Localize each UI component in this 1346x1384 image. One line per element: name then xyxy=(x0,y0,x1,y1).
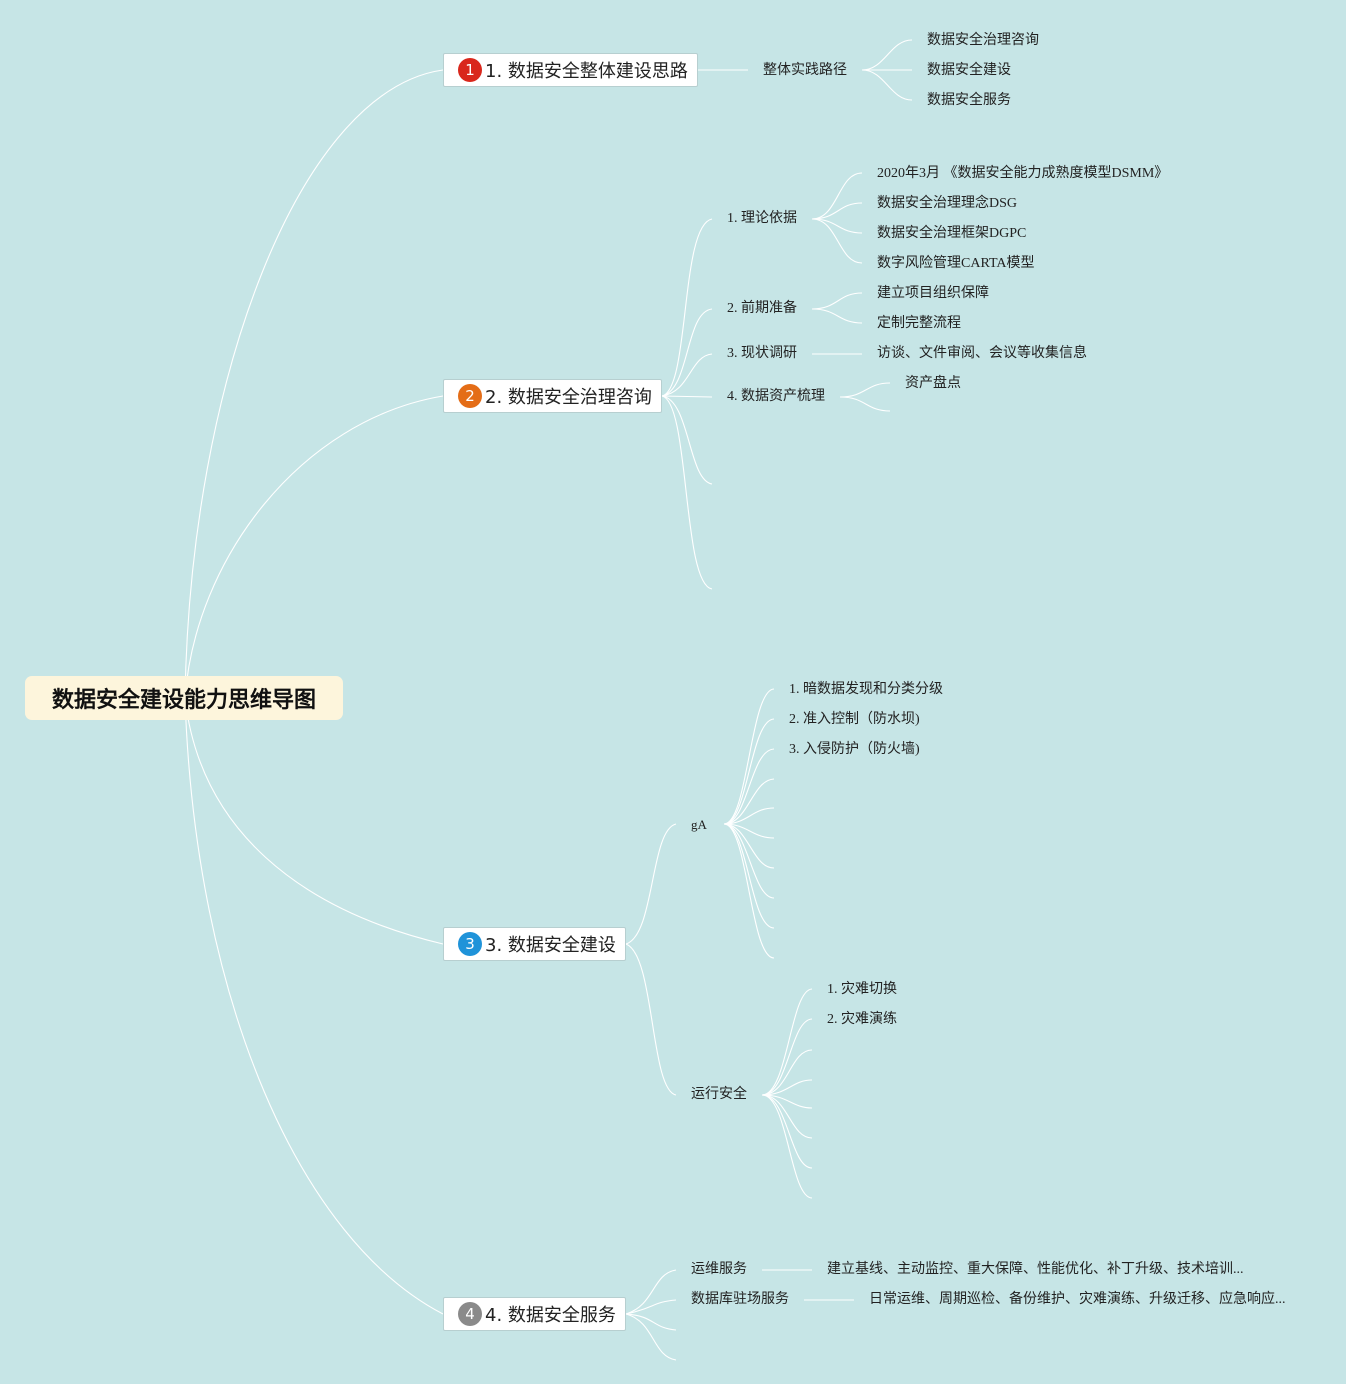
connector xyxy=(661,395,713,485)
number-badge-icon: 1 xyxy=(458,58,482,82)
connector xyxy=(861,69,913,101)
leaf-topic[interactable]: 数据安全治理框架DGPC xyxy=(877,226,1027,241)
subtopic[interactable]: 运维服务 xyxy=(691,1262,747,1277)
leaf-topic[interactable]: 数据安全建设 xyxy=(927,63,1011,78)
connector xyxy=(184,69,444,699)
connector xyxy=(761,1049,813,1096)
connector xyxy=(839,396,891,412)
connector xyxy=(723,778,775,825)
connector xyxy=(625,1313,677,1361)
connector xyxy=(625,1313,677,1331)
subtopic[interactable]: 1. 理论依据 xyxy=(727,211,797,226)
connector xyxy=(723,823,775,929)
subtopic[interactable]: 3. 现状调研 xyxy=(727,346,797,361)
connector xyxy=(723,823,775,899)
connector xyxy=(723,688,775,825)
connector xyxy=(661,218,713,397)
number-badge-icon: 2 xyxy=(458,384,482,408)
connector xyxy=(723,807,775,825)
subtopic[interactable]: 整体实践路径 xyxy=(763,63,847,78)
connector xyxy=(723,823,775,959)
connector xyxy=(811,218,863,234)
connector xyxy=(723,718,775,825)
leaf-topic[interactable]: 2. 准入控制（防水坝) xyxy=(789,712,920,727)
number-badge-icon: 3 xyxy=(458,932,482,956)
branch-topic-label: 4. 数据安全服务 xyxy=(485,1305,616,1326)
connector xyxy=(661,395,713,590)
connector xyxy=(661,308,713,397)
connector xyxy=(184,697,444,945)
subtopic[interactable]: gA xyxy=(691,817,707,832)
connector xyxy=(761,988,813,1096)
leaf-topic[interactable]: 资产盘点 xyxy=(905,376,961,391)
connector xyxy=(811,172,863,220)
branch-topic-label: 2. 数据安全治理咨询 xyxy=(485,387,652,408)
leaf-topic[interactable]: 2020年3月 《数据安全能力成熟度模型DSMM》 xyxy=(877,166,1169,181)
leaf-topic[interactable]: 数据安全服务 xyxy=(927,93,1011,108)
connector xyxy=(761,1079,813,1096)
branch-topic-4[interactable]: 4 4. 数据安全服务 xyxy=(443,1297,626,1331)
connector xyxy=(723,823,775,869)
connector xyxy=(625,943,677,1096)
connector xyxy=(761,1094,813,1139)
leaf-topic[interactable]: 数据安全治理咨询 xyxy=(927,33,1039,48)
subtopic[interactable]: 数据库驻场服务 xyxy=(691,1292,789,1307)
leaf-topic[interactable]: 定制完整流程 xyxy=(877,316,961,331)
number-badge-icon: 4 xyxy=(458,1302,482,1326)
connector xyxy=(811,218,863,264)
leaf-topic[interactable]: 日常运维、周期巡检、备份维护、灾难演练、升级迁移、应急响应... xyxy=(869,1292,1286,1307)
connector xyxy=(184,697,444,1315)
connector xyxy=(811,292,863,310)
connector xyxy=(625,1299,677,1315)
branch-topic-3[interactable]: 3 3. 数据安全建设 xyxy=(443,927,626,961)
root-topic[interactable]: 数据安全建设能力思维导图 xyxy=(25,676,343,720)
connector xyxy=(761,1094,813,1169)
leaf-topic[interactable]: 建立项目组织保障 xyxy=(877,286,989,301)
connector xyxy=(861,39,913,71)
leaf-topic[interactable]: 数字风险管理CARTA模型 xyxy=(877,256,1035,271)
connector xyxy=(625,1269,677,1315)
connector xyxy=(184,395,444,699)
connector xyxy=(811,202,863,220)
branch-topic-1[interactable]: 1 1. 数据安全整体建设思路 xyxy=(443,53,698,87)
leaf-topic[interactable]: 数据安全治理理念DSG xyxy=(877,196,1018,211)
leaf-topic[interactable]: 2. 灾难演练 xyxy=(827,1012,897,1027)
leaf-topic[interactable]: 1. 灾难切换 xyxy=(827,982,897,997)
connector xyxy=(811,308,863,324)
branch-topic-2[interactable]: 2 2. 数据安全治理咨询 xyxy=(443,379,662,413)
connector xyxy=(839,382,891,398)
subtopic[interactable]: 4. 数据资产梳理 xyxy=(727,389,825,404)
subtopic[interactable]: 运行安全 xyxy=(691,1087,747,1102)
connector xyxy=(661,395,713,398)
connector xyxy=(625,823,677,945)
subtopic[interactable]: 2. 前期准备 xyxy=(727,301,797,316)
connector xyxy=(761,1094,813,1199)
branch-topic-label: 1. 数据安全整体建设思路 xyxy=(485,61,688,82)
root-topic-label: 数据安全建设能力思维导图 xyxy=(51,688,316,713)
leaf-topic[interactable]: 访谈、文件审阅、会议等收集信息 xyxy=(877,346,1087,361)
connector xyxy=(723,748,775,825)
leaf-topic[interactable]: 建立基线、主动监控、重大保障、性能优化、补丁升级、技术培训... xyxy=(827,1262,1244,1277)
connector xyxy=(761,1018,813,1096)
leaf-topic[interactable]: 1. 暗数据发现和分类分级 xyxy=(789,682,943,697)
leaf-topic[interactable]: 3. 入侵防护（防火墙) xyxy=(789,742,920,757)
branch-topic-label: 3. 数据安全建设 xyxy=(485,935,616,956)
connector xyxy=(661,353,713,397)
